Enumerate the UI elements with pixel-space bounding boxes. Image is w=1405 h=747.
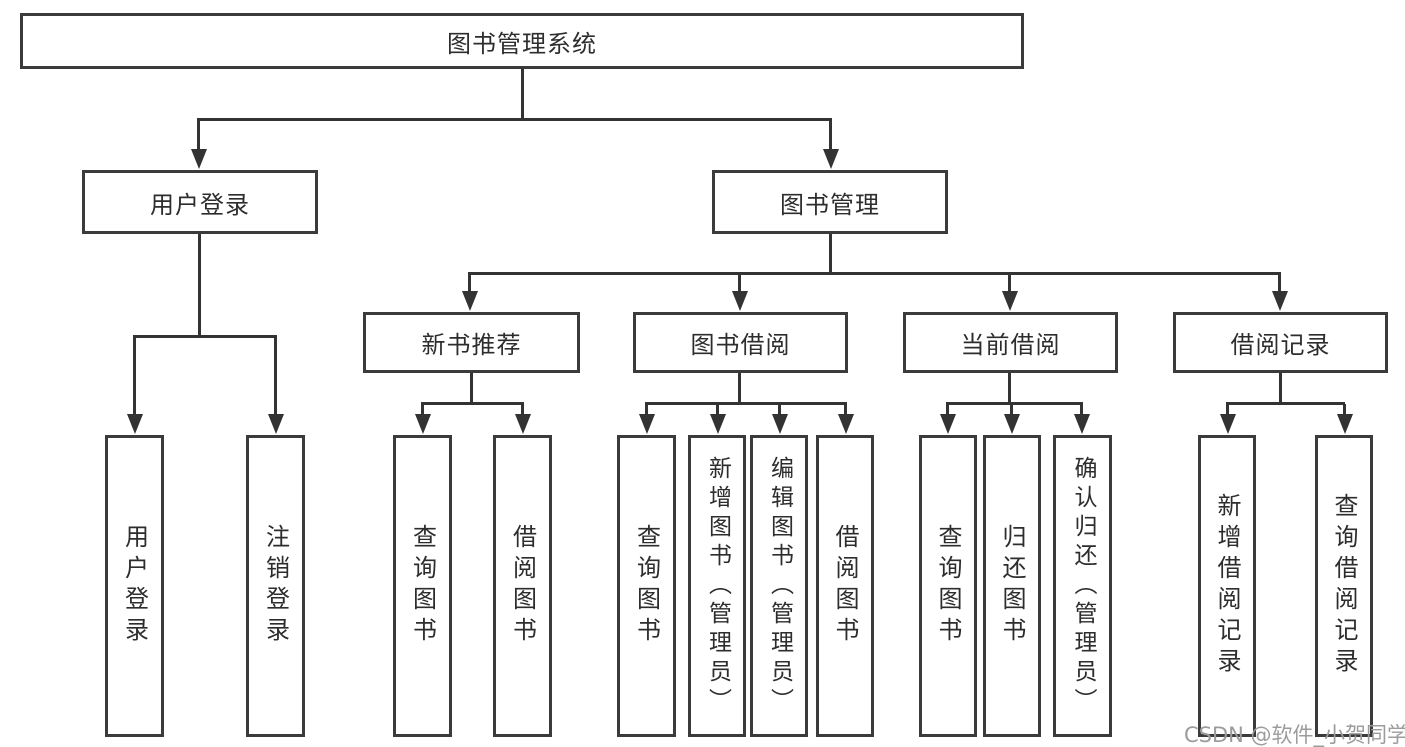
node-current-borrowing-label: 当前借阅 (960, 331, 1061, 359)
connector-stem-bb-add (716, 404, 719, 416)
leaf-br-query-record-label: 查询借阅记录 (1330, 493, 1358, 679)
connector-user-login-distributor (133, 335, 277, 338)
arrowhead-leaf-logout (268, 414, 284, 434)
leaf-logout: 注销登录 (246, 435, 305, 737)
node-book-borrowing: 图书借阅 (633, 312, 848, 373)
leaf-nb-query-books: 查询图书 (393, 435, 452, 737)
leaf-nb-borrow-books-label: 借阅图书 (508, 524, 537, 648)
node-user-login: 用户登录 (82, 170, 318, 234)
leaf-logout-label: 注销登录 (261, 524, 290, 648)
leaf-nb-query-books-label: 查询图书 (408, 524, 437, 648)
arrowhead-book-mgmt (823, 149, 839, 169)
connector-stem-br-add (1226, 404, 1229, 416)
connector-stem-current-borrow (1008, 274, 1011, 293)
connector-root-stem (521, 68, 524, 120)
connector-book-borrow-distributor (645, 402, 847, 405)
leaf-cb-confirm-return-admin: 确认归还（管理员） (1053, 435, 1112, 737)
connector-stem-bb-query (645, 404, 648, 416)
leaf-cb-return-books-label: 归还图书 (998, 524, 1026, 648)
node-book-borrowing-label: 图书借阅 (690, 331, 791, 359)
leaf-user-login: 用户登录 (105, 435, 164, 737)
connector-stem-bb-borrow (844, 404, 847, 416)
leaf-cb-confirm-return-admin-label: 确认归还（管理员） (1070, 455, 1096, 717)
leaf-br-add-record: 新增借阅记录 (1198, 435, 1256, 737)
arrowhead-br-add (1220, 414, 1236, 434)
connector-root-distributor (197, 118, 832, 121)
connector-borrow-records-stem (1279, 373, 1282, 404)
leaf-bb-edit-books-admin-label: 编辑图书（管理员） (766, 455, 793, 717)
leaf-bb-query-books: 查询图书 (617, 435, 676, 737)
arrowhead-book-borrow (732, 291, 748, 311)
node-root: 图书管理系统 (20, 13, 1024, 69)
connector-user-login-stem (198, 234, 201, 337)
connector-current-borrow-distributor (946, 402, 1083, 405)
leaf-cb-query-books-label: 查询图书 (934, 524, 962, 648)
leaf-bb-edit-books-admin: 编辑图书（管理员） (750, 435, 808, 737)
node-new-book-recommend-label: 新书推荐 (421, 331, 522, 359)
connector-stem-book-borrow (738, 274, 741, 293)
connector-book-mgmt-distributor (468, 272, 1281, 275)
arrowhead-cb-confirm (1074, 414, 1090, 434)
connector-stem-cb-query (946, 404, 949, 416)
node-root-label: 图书管理系统 (447, 29, 597, 58)
arrowhead-nb-borrow (515, 414, 531, 434)
arrowhead-bb-query (639, 414, 655, 434)
node-current-borrowing: 当前借阅 (903, 312, 1118, 373)
leaf-bb-borrow-books: 借阅图书 (816, 435, 874, 737)
csdn-watermark: CSDN @软件_小贺同学 (1184, 723, 1405, 747)
arrowhead-current-borrow (1002, 291, 1018, 311)
arrowhead-borrow-records (1272, 291, 1288, 311)
connector-stem-cb-return (1010, 404, 1013, 416)
connector-borrow-records-distributor (1226, 402, 1345, 405)
leaf-cb-return-books: 归还图书 (983, 435, 1041, 737)
arrowhead-cb-return (1004, 414, 1020, 434)
leaf-bb-add-books-admin-label: 新增图书（管理员） (704, 455, 731, 717)
node-borrowing-records-label: 借阅记录 (1230, 331, 1331, 359)
leaf-bb-add-books-admin: 新增图书（管理员） (688, 435, 746, 737)
leaf-cb-query-books: 查询图书 (919, 435, 977, 737)
arrowhead-br-query (1337, 414, 1353, 434)
node-user-login-label: 用户登录 (150, 190, 250, 219)
leaf-br-add-record-label: 新增借阅记录 (1213, 493, 1241, 679)
leaf-bb-query-books-label: 查询图书 (632, 524, 661, 648)
connector-current-borrow-stem (1008, 373, 1011, 404)
connector-stem-borrow-records (1278, 274, 1281, 293)
arrowhead-user-login (191, 149, 207, 169)
connector-stem-br-query (1343, 404, 1346, 416)
connector-stem-leaf-login (133, 337, 136, 416)
leaf-user-login-label: 用户登录 (120, 524, 149, 648)
connector-new-books-distributor (421, 402, 524, 405)
connector-stem-nb-borrow (521, 404, 524, 416)
connector-stem-bb-edit (778, 404, 781, 416)
leaf-br-query-record: 查询借阅记录 (1315, 435, 1373, 737)
arrowhead-bb-add (710, 414, 726, 434)
connector-stem-cb-confirm (1080, 404, 1083, 416)
connector-book-mgmt-stem (829, 234, 832, 274)
node-book-management: 图书管理 (712, 170, 948, 234)
arrowhead-bb-edit (772, 414, 788, 434)
node-borrowing-records: 借阅记录 (1173, 312, 1388, 373)
arrowhead-new-books (462, 291, 478, 311)
arrowhead-cb-query (940, 414, 956, 434)
arrowhead-bb-borrow (838, 414, 854, 434)
arrowhead-nb-query (415, 414, 431, 434)
connector-stem-leaf-logout (274, 337, 277, 416)
connector-new-books-stem (470, 373, 473, 404)
connector-book-borrow-stem (738, 373, 741, 404)
connector-stem-nb-query (421, 404, 424, 416)
node-book-management-label: 图书管理 (780, 190, 880, 219)
connector-stem-new-books (468, 274, 471, 293)
node-new-book-recommend: 新书推荐 (363, 312, 580, 373)
connector-stem-book-mgmt (829, 120, 832, 151)
arrowhead-leaf-login (127, 414, 143, 434)
leaf-bb-borrow-books-label: 借阅图书 (831, 524, 859, 648)
connector-stem-user-login (197, 120, 200, 151)
leaf-nb-borrow-books: 借阅图书 (493, 435, 552, 737)
